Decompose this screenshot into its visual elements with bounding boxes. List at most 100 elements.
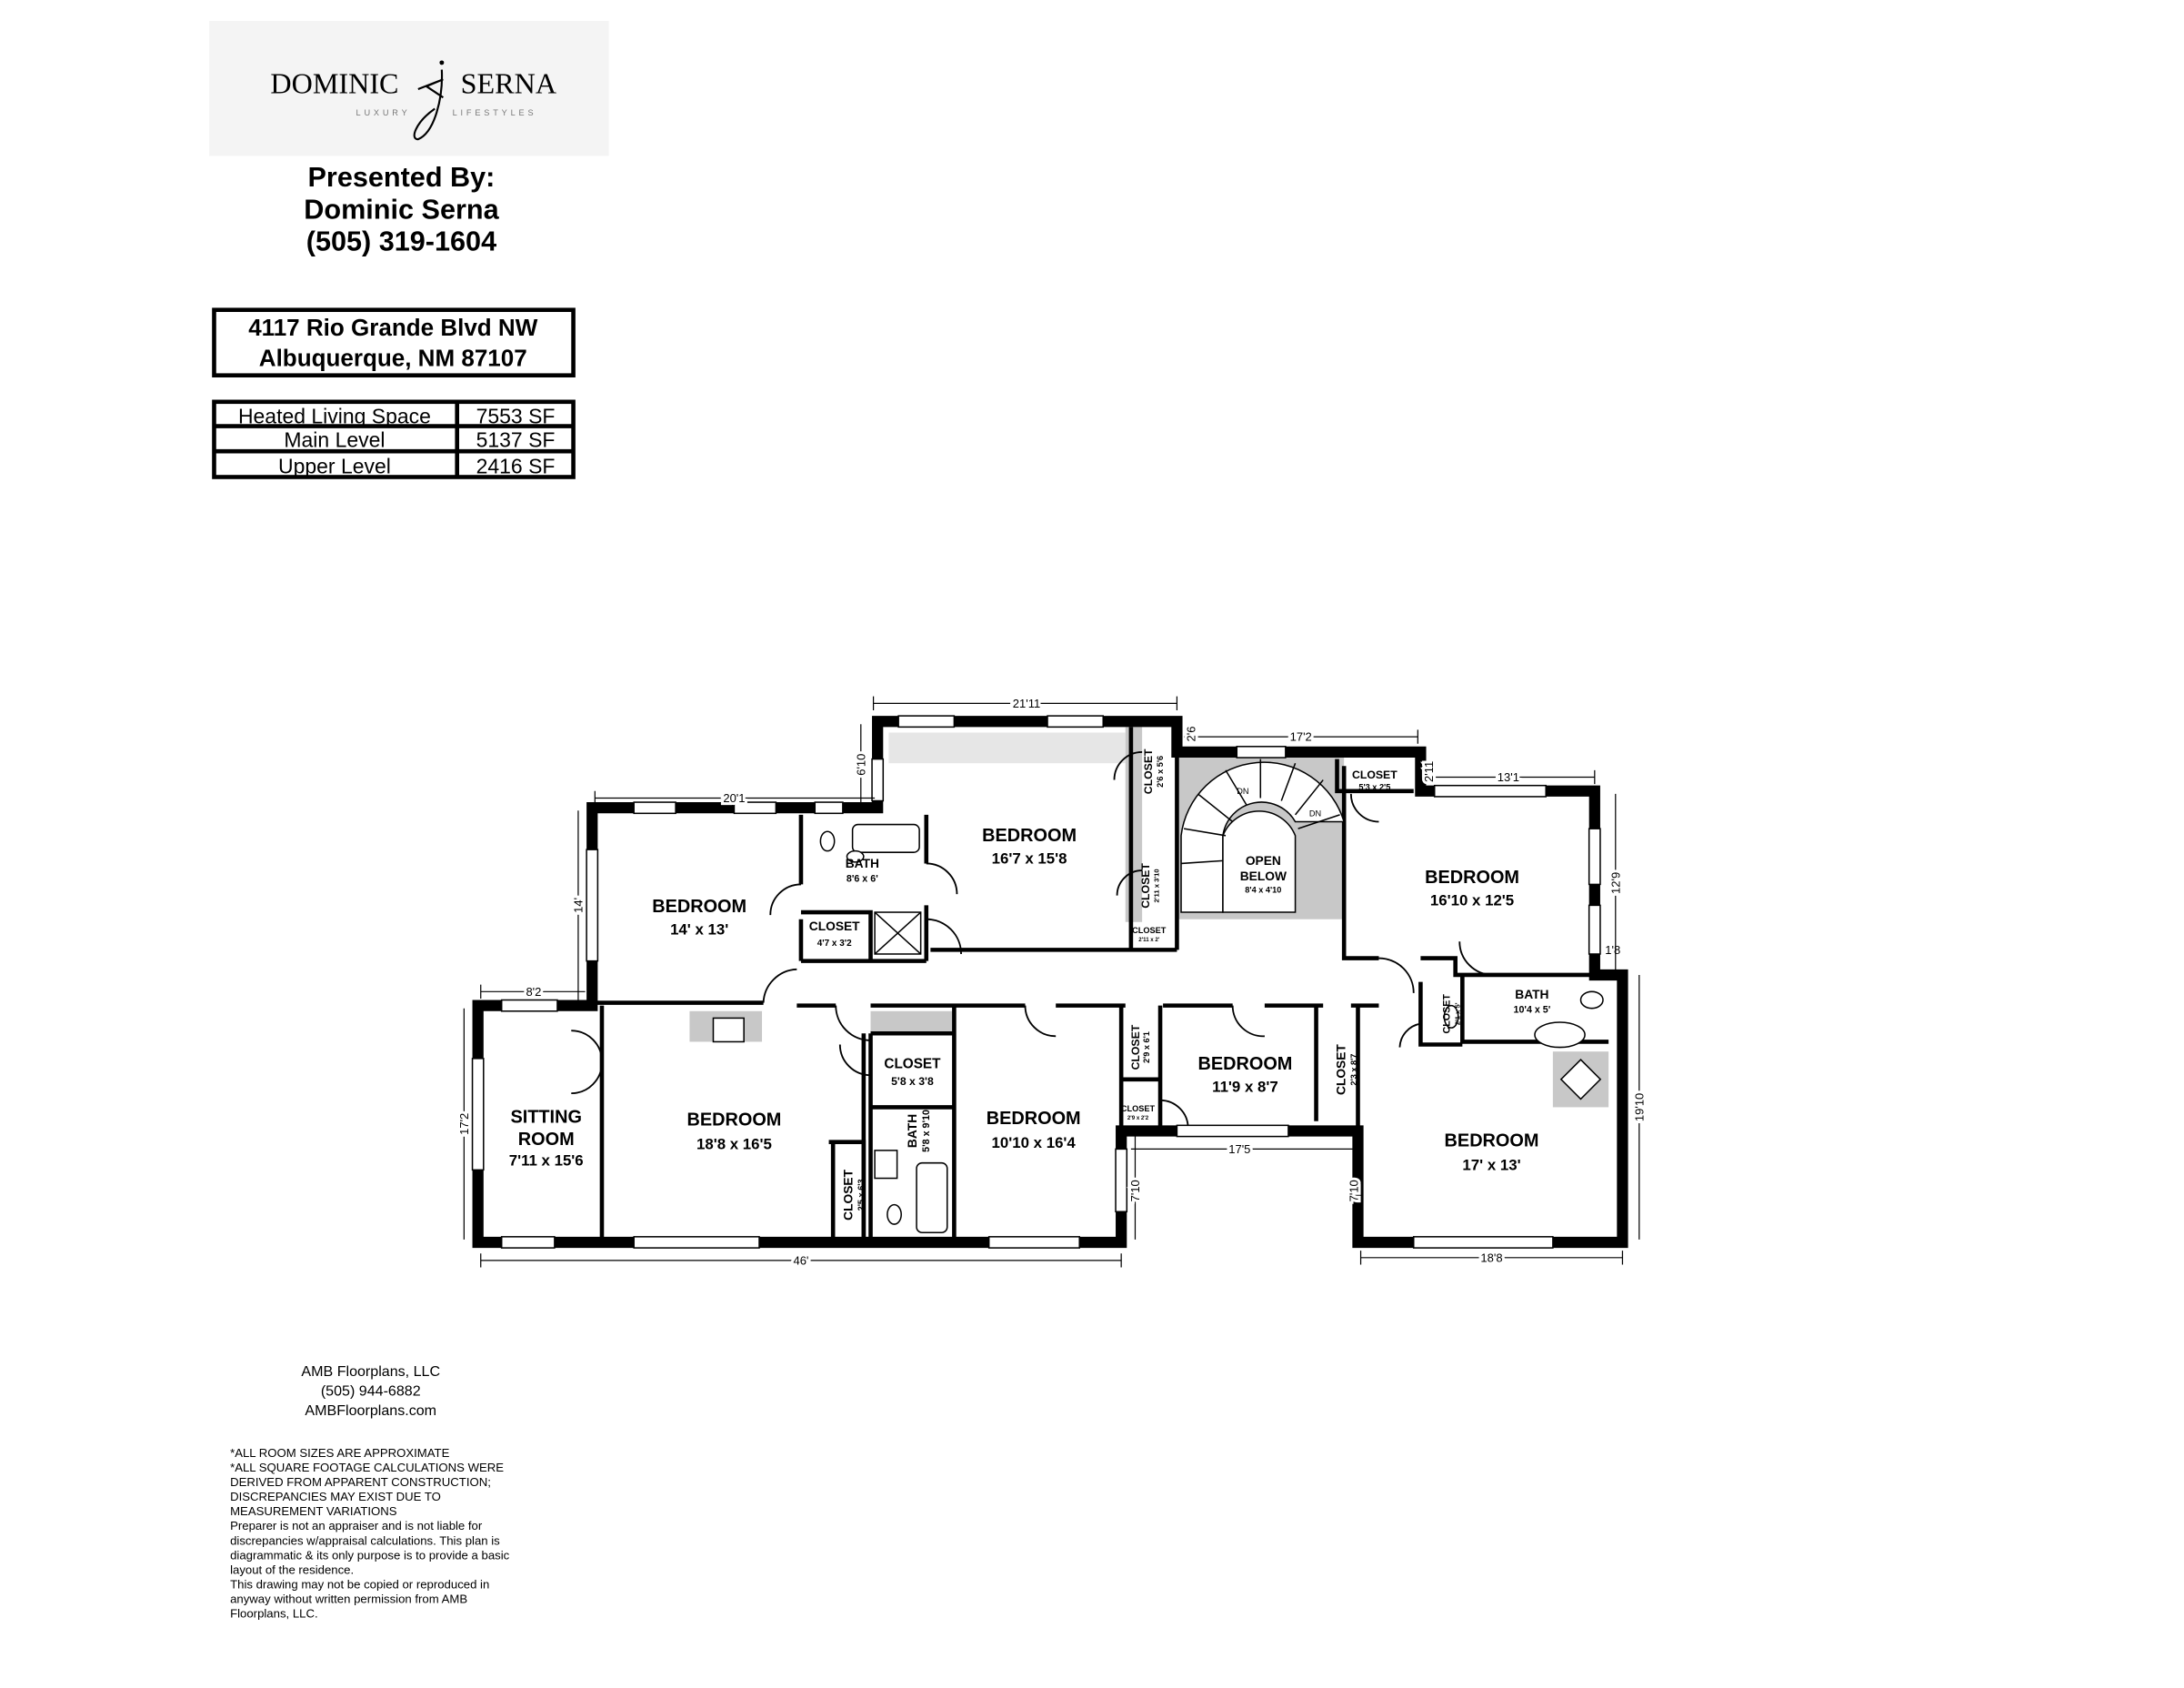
closet-size: 2'11 x 3'10 — [1153, 869, 1161, 902]
closet-name: CLOSET — [1352, 769, 1398, 781]
logo-tag-left: LUXURY — [356, 108, 411, 117]
area-label: Main Level — [284, 428, 385, 452]
room-size: 8'4 x 4'10 — [1245, 886, 1281, 895]
room-size: 16'7 x 15'8 — [992, 849, 1067, 867]
disclaimer-line: *ALL SQUARE FOOTAGE CALCULATIONS WERE — [230, 1461, 504, 1474]
room-name: BEDROOM — [1425, 868, 1519, 888]
closet-size: 2'1 x 5' — [1453, 1002, 1461, 1025]
toilet-icon — [819, 830, 836, 852]
presenter-name: Dominic Serna — [304, 194, 499, 225]
disclaimer-line: layout of the residence. — [230, 1562, 354, 1576]
fixtures — [712, 823, 1604, 1234]
door-swings — [571, 751, 1494, 1129]
room-size: 17' x 13' — [1462, 1156, 1520, 1173]
closet-size: 5'8 x 3'8 — [891, 1075, 934, 1088]
dimension-label: 6'10 — [854, 754, 867, 776]
area-value: 5137 SF — [476, 428, 556, 452]
address-street: 4117 Rio Grande Blvd NW — [248, 314, 538, 341]
address-city: Albuquerque, NM 87107 — [259, 345, 527, 372]
disclaimer-line: MEASUREMENT VARIATIONS — [230, 1504, 397, 1518]
dimension-label: 13'1 — [1498, 770, 1519, 784]
disclaimer-line: This drawing may not be copied or reprod… — [230, 1578, 489, 1592]
dimension-label: 21'11 — [1013, 697, 1040, 710]
stair-down-label: DN — [1237, 787, 1248, 796]
closet-name: CLOSET — [1121, 1104, 1156, 1113]
area-label: Heated Living Space — [238, 405, 431, 428]
presenter-phone: (505) 319-1604 — [306, 226, 496, 257]
room-size: 10'10 x 16'4 — [992, 1134, 1077, 1151]
presenter-block: Presented By: Dominic Serna (505) 319-16… — [304, 162, 499, 256]
room-name: BEDROOM — [987, 1109, 1081, 1129]
interior-walls — [592, 727, 1609, 1242]
room-name: BEDROOM — [982, 826, 1077, 846]
room-size: 5'8 x 9'10 — [921, 1110, 932, 1152]
closet-name: CLOSET — [884, 1057, 941, 1072]
room-size: 18'8 x 16'5 — [696, 1135, 772, 1152]
room-size: 16'10 x 12'5 — [1430, 891, 1514, 909]
area-table: Heated Living Space 7553 SF Main Level 5… — [212, 399, 576, 479]
toilet-icon — [887, 1203, 902, 1225]
room-name: BATH — [906, 1114, 919, 1148]
closet-size: 2'6 x 5'6 — [1156, 756, 1165, 788]
room-name: BEDROOM — [1198, 1054, 1293, 1074]
dimension-label: 8'2 — [526, 985, 541, 999]
fireplace-icon — [712, 1017, 745, 1043]
dimension-label: 17'2 — [1290, 730, 1312, 744]
closet-size: 2'5 x 6'3 — [857, 1179, 866, 1211]
closet-name: CLOSET — [1129, 1024, 1142, 1070]
closet-name: CLOSET — [1132, 926, 1167, 935]
dimension-label: 17'5 — [1228, 1142, 1250, 1156]
closet-name: CLOSET — [1142, 749, 1155, 794]
dimension-label: 7'10 — [1347, 1180, 1360, 1201]
stair-down-label: DN — [1309, 809, 1321, 818]
toilet-icon — [1579, 990, 1604, 1010]
room-size: 7'11 x 15'6 — [509, 1152, 584, 1170]
disclaimer-line: discrepancies w/appraisal calculations. … — [230, 1533, 500, 1547]
closet-size: 2'3 x 8'7 — [1349, 1054, 1358, 1086]
closet-name: CLOSET — [1335, 1044, 1348, 1095]
room-size: 8'6 x 6' — [847, 873, 878, 884]
room-size: 10'4 x 5' — [1514, 1004, 1551, 1015]
preparer-phone: (505) 944-6882 — [321, 1382, 421, 1399]
room-name: ROOM — [518, 1130, 575, 1150]
room-name: OPEN — [1246, 854, 1281, 868]
logo: DOMINIC SERNA LUXURY LIFESTYLES — [209, 20, 609, 156]
room-name: BATH — [846, 857, 879, 870]
room-name: BEDROOM — [1445, 1130, 1539, 1150]
disclaimer-line: *ALL ROOM SIZES ARE APPROXIMATE — [230, 1446, 449, 1460]
dimension-label: 19'10 — [1632, 1093, 1646, 1121]
logo-tag-right: LIFESTYLES — [453, 108, 537, 117]
closet-name: CLOSET — [1442, 994, 1453, 1034]
dimension-label: 20'1 — [723, 791, 745, 805]
closet-size: 5'3 x 2'5 — [1358, 782, 1390, 791]
logo-name-right: SERNA — [461, 67, 556, 100]
disclaimer-line: Floorplans, LLC. — [230, 1607, 318, 1621]
bathtub-icon — [916, 1161, 948, 1234]
preparer-company: AMB Floorplans, LLC — [301, 1363, 440, 1380]
dimension-label: 46' — [793, 1253, 808, 1267]
spiral-stair-icon — [1180, 759, 1346, 913]
disclaimer-line: diagrammatic & its only purpose is to pr… — [230, 1548, 510, 1562]
closet-name: CLOSET — [1139, 863, 1152, 909]
bathtub-icon — [1534, 1021, 1586, 1049]
logo-background — [209, 20, 609, 156]
dimension-label: 2'11 — [1422, 761, 1436, 782]
disclaimer-line: anyway without written permission from A… — [230, 1593, 467, 1606]
bathtub-icon — [851, 823, 920, 853]
sink-icon — [1443, 1004, 1459, 1029]
closet-size: 2'11 x 2' — [1138, 937, 1159, 943]
logo-name-left: DOMINIC — [270, 67, 398, 100]
fireplace-icon — [1559, 1059, 1602, 1100]
sink-icon — [874, 1150, 898, 1180]
logo-monogram-icon — [413, 69, 444, 141]
presenter-heading: Presented By: — [308, 162, 496, 193]
dimension-label: 2'6 — [1184, 727, 1197, 742]
disclaimer: *ALL ROOM SIZES ARE APPROXIMATE *ALL SQU… — [230, 1446, 510, 1621]
dimension-label: 17'2 — [457, 1113, 471, 1135]
disclaimer-line: DISCREPANCIES MAY EXIST DUE TO — [230, 1490, 441, 1503]
room-name: BEDROOM — [687, 1110, 782, 1130]
dimension-label: 14' — [572, 898, 586, 913]
room-size: 11'9 x 8'7 — [1212, 1079, 1278, 1096]
disclaimer-line: Preparer is not an appraiser and is not … — [230, 1519, 483, 1532]
